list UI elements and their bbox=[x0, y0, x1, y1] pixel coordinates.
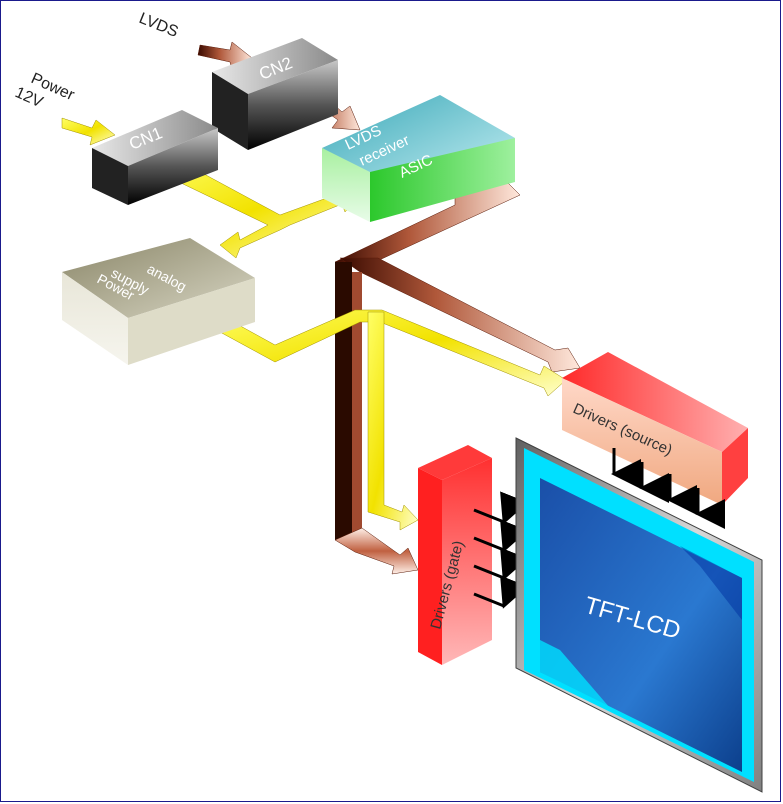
power-path bbox=[61, 117, 567, 531]
drivers-gate: Drivers (gate) bbox=[418, 445, 492, 665]
gate-driver-arrows bbox=[473, 491, 528, 609]
source-driver-arrows bbox=[611, 448, 725, 529]
lvds-receiver-asic: LVDS receiver ASIC bbox=[322, 95, 515, 222]
cn2-connector: CN2 bbox=[212, 38, 338, 150]
tft-lcd-panel: TFT-LCD bbox=[515, 437, 763, 793]
signal-path bbox=[334, 174, 581, 575]
power-supply-analog: Power supply analog bbox=[62, 238, 255, 365]
lvds-input-label: LVDS bbox=[137, 10, 181, 41]
cn1-connector: CN1 bbox=[92, 110, 218, 205]
